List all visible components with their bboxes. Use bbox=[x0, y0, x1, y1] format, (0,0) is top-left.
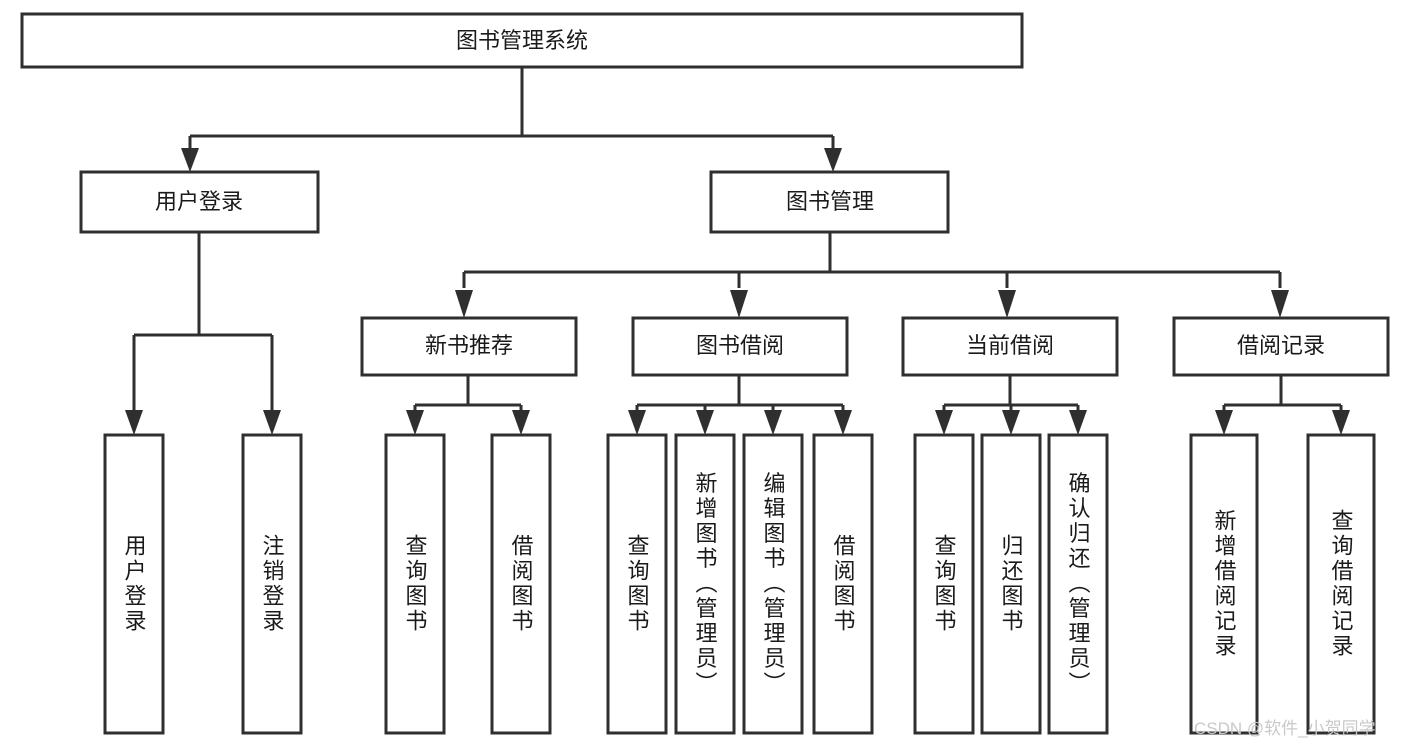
arrow-head-icon bbox=[935, 410, 953, 435]
node-borrow-records[interactable]: 借阅记录 bbox=[1172, 316, 1390, 377]
arrow-head-icon bbox=[696, 410, 714, 435]
node-label: 查询图书 bbox=[932, 534, 957, 634]
connector-records-to-leaves bbox=[1215, 375, 1350, 435]
node-box bbox=[360, 316, 578, 377]
watermark-label: CSDN @软件_小贺同学 bbox=[1194, 719, 1376, 738]
node-box bbox=[631, 316, 849, 377]
node-label: 图书管理 bbox=[786, 189, 874, 214]
connector-borrow-to-leaves bbox=[628, 375, 852, 435]
node-label: 新增图书（管理员） bbox=[693, 472, 718, 697]
leaf-new-books-borrow[interactable]: 借阅图书 bbox=[490, 433, 552, 735]
leaf-borrow-borrow-book[interactable]: 借阅图书 bbox=[812, 433, 874, 735]
node-box bbox=[1306, 433, 1376, 735]
node-label: 查询图书 bbox=[625, 534, 650, 634]
arrow-head-icon bbox=[834, 410, 852, 435]
node-box bbox=[103, 433, 165, 735]
node-label: 借阅图书 bbox=[509, 534, 534, 634]
node-box bbox=[241, 433, 303, 735]
arrow-head-icon bbox=[730, 290, 748, 318]
connector-newbooks-to-leaves bbox=[406, 375, 530, 435]
arrow-head-icon bbox=[1271, 290, 1289, 318]
node-box bbox=[674, 433, 736, 735]
leaf-records-add[interactable]: 新增借阅记录 bbox=[1189, 433, 1259, 735]
node-label: 查询图书 bbox=[403, 534, 428, 634]
node-box bbox=[980, 433, 1042, 735]
arrow-head-icon bbox=[263, 410, 281, 435]
arrow-head-icon bbox=[764, 410, 782, 435]
connector-userlogin-to-leaves bbox=[125, 232, 281, 435]
node-label: 新书推荐 bbox=[425, 333, 513, 358]
arrow-head-icon bbox=[455, 290, 473, 318]
node-book-management[interactable]: 图书管理 bbox=[709, 170, 950, 234]
node-root-book-management-system[interactable]: 图书管理系统 bbox=[20, 12, 1024, 69]
arrow-head-icon bbox=[1332, 410, 1350, 435]
leaf-current-return[interactable]: 归还图书 bbox=[980, 433, 1042, 735]
node-box bbox=[20, 12, 1024, 69]
arrow-head-icon bbox=[181, 148, 199, 172]
node-box bbox=[384, 433, 446, 735]
node-current-borrowing[interactable]: 当前借阅 bbox=[901, 316, 1119, 377]
node-box bbox=[79, 170, 320, 234]
node-label: 当前借阅 bbox=[966, 333, 1054, 358]
arrow-head-icon bbox=[512, 410, 530, 435]
arrow-head-icon bbox=[824, 148, 842, 172]
node-label: 用户登录 bbox=[155, 189, 243, 214]
node-box bbox=[709, 170, 950, 234]
leaf-user-login-logout[interactable]: 注销登录 bbox=[241, 433, 303, 735]
leaf-user-login-login[interactable]: 用户登录 bbox=[103, 433, 165, 735]
node-box bbox=[742, 433, 804, 735]
connector-current-to-leaves bbox=[935, 375, 1087, 435]
node-new-book-recommend[interactable]: 新书推荐 bbox=[360, 316, 578, 377]
node-label: 确认归还（管理员） bbox=[1066, 472, 1091, 697]
arrow-head-icon bbox=[406, 410, 424, 435]
node-label: 借阅记录 bbox=[1237, 333, 1325, 358]
node-book-borrowing[interactable]: 图书借阅 bbox=[631, 316, 849, 377]
node-box bbox=[901, 316, 1119, 377]
node-label: 借阅图书 bbox=[831, 534, 856, 634]
arrow-head-icon bbox=[628, 410, 646, 435]
leaf-borrow-query[interactable]: 查询图书 bbox=[606, 433, 668, 735]
node-label: 查询借阅记录 bbox=[1329, 509, 1354, 659]
node-box bbox=[812, 433, 874, 735]
arrow-head-icon bbox=[1215, 410, 1233, 435]
node-box bbox=[606, 433, 668, 735]
node-box bbox=[913, 433, 975, 735]
leaf-records-query[interactable]: 查询借阅记录 bbox=[1306, 433, 1376, 735]
node-box bbox=[1172, 316, 1390, 377]
node-label: 图书管理系统 bbox=[456, 28, 588, 53]
arrow-head-icon bbox=[1002, 410, 1020, 435]
node-label: 归还图书 bbox=[999, 534, 1024, 634]
node-box bbox=[1189, 433, 1259, 735]
node-label: 注销登录 bbox=[260, 534, 285, 634]
arrow-head-icon bbox=[1069, 410, 1087, 435]
node-label: 编辑图书（管理员） bbox=[761, 472, 786, 697]
leaf-borrow-edit-book[interactable]: 编辑图书（管理员） bbox=[742, 433, 804, 735]
arrow-head-icon bbox=[125, 410, 143, 435]
node-label: 用户登录 bbox=[122, 534, 147, 634]
connector-root-to-level1 bbox=[181, 67, 842, 172]
node-label: 图书借阅 bbox=[696, 333, 784, 358]
node-box bbox=[1047, 433, 1109, 735]
node-box bbox=[490, 433, 552, 735]
leaf-borrow-add-book[interactable]: 新增图书（管理员） bbox=[674, 433, 736, 735]
leaf-current-query[interactable]: 查询图书 bbox=[913, 433, 975, 735]
node-user-login[interactable]: 用户登录 bbox=[79, 170, 320, 234]
node-label: 新增借阅记录 bbox=[1212, 509, 1237, 659]
leaf-new-books-query[interactable]: 查询图书 bbox=[384, 433, 446, 735]
arrow-head-icon bbox=[998, 290, 1016, 318]
leaf-current-confirm-return[interactable]: 确认归还（管理员） bbox=[1047, 433, 1109, 735]
connector-bookmgmt-to-level2 bbox=[455, 232, 1289, 318]
